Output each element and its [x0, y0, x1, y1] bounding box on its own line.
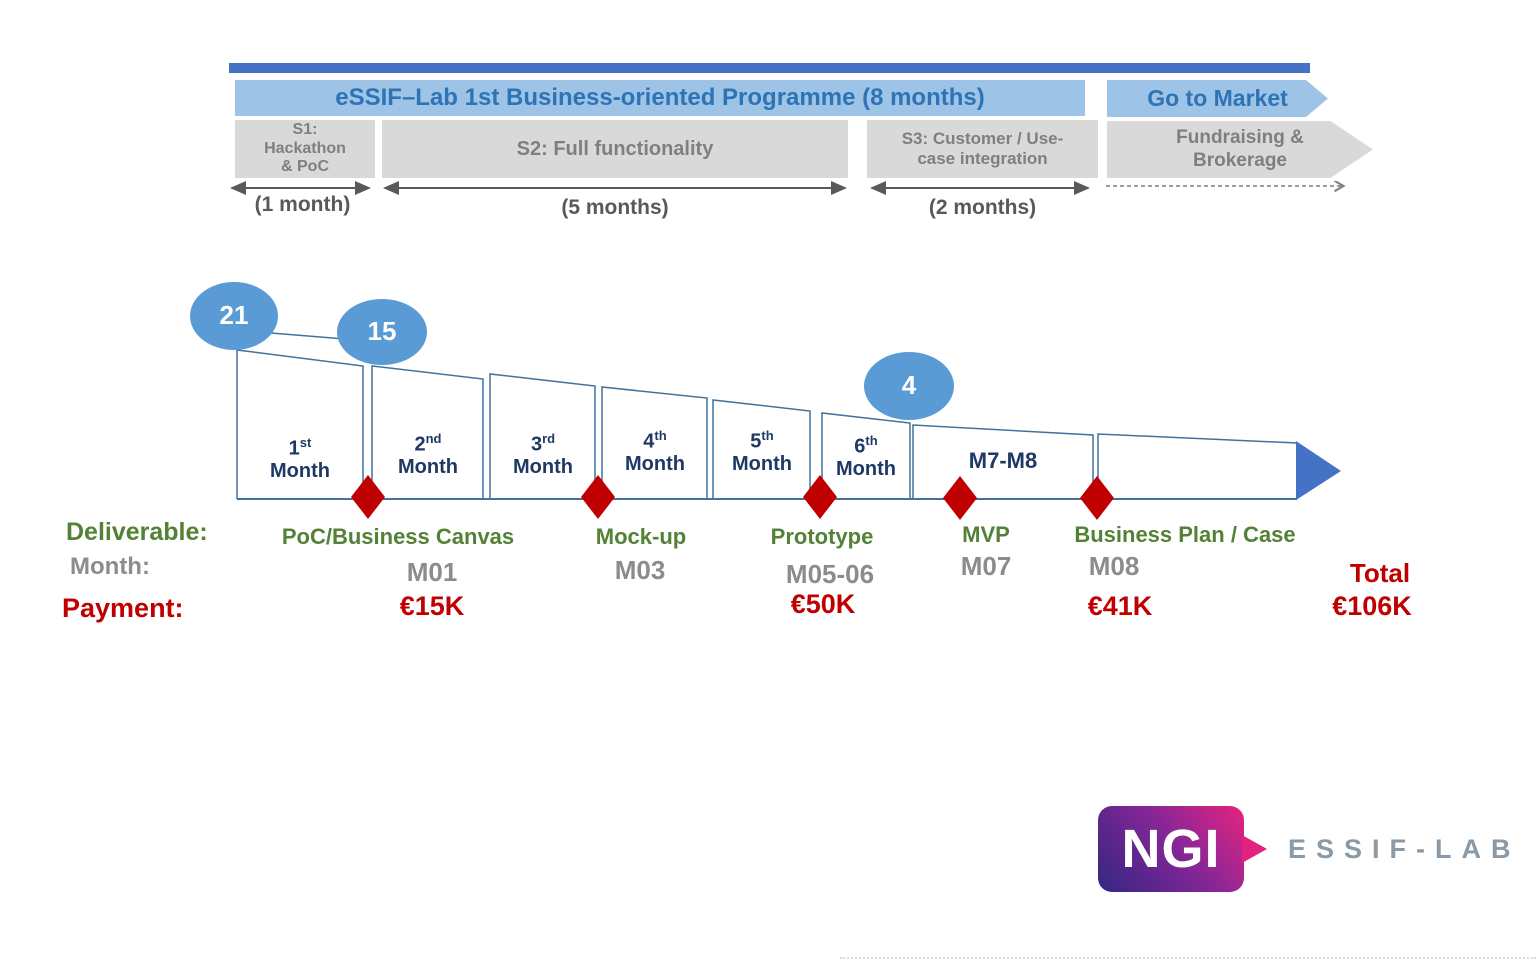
month-2-suffix: nd	[425, 431, 442, 446]
month-1-word: Month	[270, 459, 330, 482]
essif-lab-wordmark: ESSIF-LAB	[1288, 834, 1521, 864]
month-5-ordinal: 5	[750, 430, 762, 453]
funnel-label-m7-m8: M7-M8	[943, 450, 1063, 472]
deliverable-mvp: MVP	[962, 522, 1010, 547]
stage-fundraising-arrow: Fundraising & Brokerage	[1107, 121, 1373, 178]
month-m03: M03	[614, 555, 666, 585]
month-3-suffix: rd	[542, 431, 556, 446]
stage-s3-line2: case integration	[917, 149, 1048, 168]
milestone-diamond-mvp	[943, 476, 977, 520]
month-1-suffix: st	[299, 435, 312, 450]
month-5-suffix: th	[761, 428, 774, 443]
month-m05-06: M05-06	[785, 559, 875, 589]
month-3-word: Month	[513, 455, 573, 478]
month-3-ordinal: 3	[530, 433, 543, 456]
deliverable-prototype: Prototype	[770, 524, 874, 549]
go-to-market-label: Go to Market	[1147, 85, 1288, 111]
funnel-label-month-3: 3rd Month	[483, 428, 603, 478]
go-to-market-arrow: Go to Market	[1107, 80, 1328, 117]
ngi-logo-text: NGI	[1121, 819, 1221, 879]
stage-s1-line3: & PoC	[281, 158, 329, 176]
duration-s1: (1 month)	[254, 193, 351, 216]
ngi-logo: NGI	[1098, 806, 1244, 892]
funnel-label-month-5: 5th Month	[702, 425, 822, 475]
milestone-diamond-mockup	[581, 475, 615, 519]
milestone-diamond-prototype	[803, 475, 837, 519]
cohort-count-after-month6: 4	[901, 370, 917, 400]
cohort-count-start: 21	[219, 300, 249, 330]
milestone-diamond-businessplan	[1080, 476, 1114, 520]
programme-banner: eSSIF–Lab 1st Business-oriented Programm…	[235, 80, 1085, 116]
funnel-arrowhead	[1296, 441, 1341, 500]
payment-50k: €50K	[790, 589, 856, 619]
cohort-circle-21	[190, 282, 278, 350]
month-m07: M07	[960, 551, 1012, 581]
stage-s3-box: S3: Customer / Use- case integration	[867, 120, 1098, 178]
month-row-label: Month:	[70, 553, 150, 580]
month-m01: M01	[406, 557, 458, 587]
payment-15k: €15K	[399, 591, 465, 621]
milestone-diamond-poc	[351, 475, 385, 519]
month-2-word: Month	[398, 455, 458, 478]
m7-m8-label: M7-M8	[968, 448, 1038, 473]
month-6-suffix: th	[865, 433, 878, 448]
ngi-logo-tail	[1242, 835, 1267, 863]
cohort-circle-4	[864, 352, 954, 420]
top-accent-bar	[229, 63, 1310, 73]
programme-banner-title: eSSIF–Lab 1st Business-oriented Programm…	[335, 84, 985, 111]
cohort-count-after-month1: 15	[367, 316, 397, 346]
funnel-segment-5	[712, 399, 811, 499]
funnel-segment-3	[489, 373, 596, 499]
month-m08: M08	[1088, 551, 1140, 581]
funnel-label-month-1: 1st Month	[240, 432, 360, 482]
month-6-word: Month	[836, 457, 896, 480]
stage-s2-label: S2: Full functionality	[516, 137, 714, 160]
duration-s2: (5 months)	[561, 196, 669, 219]
stage-s1-box: S1: Hackathon & PoC	[235, 120, 375, 178]
payment-41k: €41K	[1087, 591, 1153, 621]
total-value: €106K	[1332, 591, 1412, 621]
funnel-segment-2	[371, 365, 484, 499]
stage-s1-line1: S1:	[292, 121, 318, 139]
funnel-segment-1	[236, 349, 364, 499]
deliverable-businessplan: Business Plan / Case	[1074, 522, 1296, 547]
deliverable-row-label: Deliverable:	[66, 518, 208, 546]
duration-s3: (2 months)	[928, 196, 1037, 219]
month-6-ordinal: 6	[854, 435, 866, 458]
stage-s1-line2: Hackathon	[264, 139, 346, 157]
stage-s3-line1: S3: Customer / Use-	[901, 129, 1064, 149]
stage-fundraising-line2: Brokerage	[1193, 149, 1287, 171]
stage-fundraising-line1: Fundraising &	[1176, 126, 1304, 148]
payment-row-label: Payment:	[62, 593, 184, 623]
month-4-ordinal: 4	[643, 430, 655, 453]
deliverable-mockup: Mock-up	[595, 524, 687, 549]
funnel-label-month-6: 6th Month	[806, 430, 926, 480]
total-label: Total	[1349, 558, 1411, 588]
funnel-label-month-4: 4th Month	[595, 425, 715, 475]
cohort-circle-15	[337, 299, 427, 365]
month-2-ordinal: 2	[414, 433, 426, 456]
month-4-word: Month	[625, 452, 685, 475]
funnel-label-month-2: 2nd Month	[368, 428, 488, 478]
month-4-suffix: th	[654, 428, 667, 443]
month-1-ordinal: 1	[288, 437, 300, 460]
stage-s2-box: S2: Full functionality	[382, 120, 848, 178]
bottom-faint-line	[840, 957, 1536, 959]
deliverable-poc: PoC/Business Canvas	[281, 524, 515, 549]
funnel-segment-6	[821, 412, 911, 499]
month-5-word: Month	[732, 452, 792, 475]
funnel-segment-final	[1097, 433, 1298, 499]
funnel-segment-4	[601, 386, 708, 499]
